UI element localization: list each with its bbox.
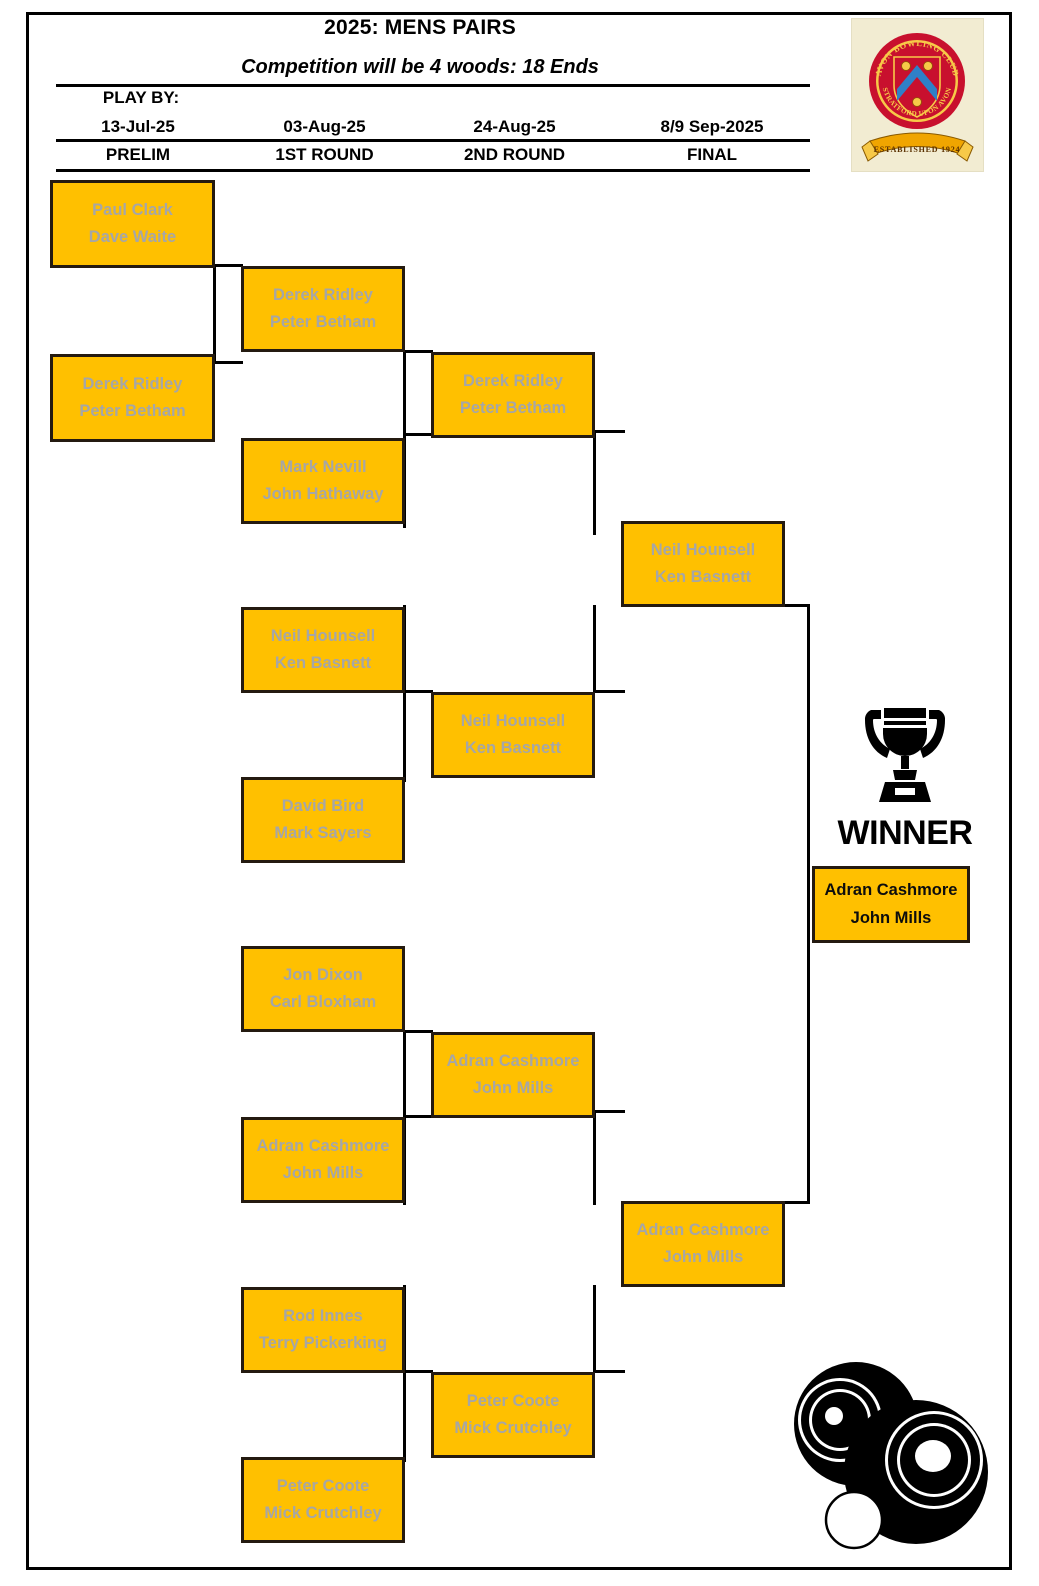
team-line-1: Derek Ridley — [273, 285, 373, 304]
connector — [403, 1030, 433, 1033]
page-border — [26, 12, 1012, 1570]
bracket-box-round2-3[interactable]: Adran Cashmore John Mills — [431, 1032, 595, 1118]
round-label-round1: 1ST ROUND — [275, 145, 374, 164]
team-line-2: Terry Pickerking — [258, 1334, 388, 1352]
page-title: 2025: MENS PAIRS — [324, 16, 516, 39]
team-line-2: John Mills — [662, 1248, 744, 1266]
team-line-1: Neil Hounsell — [460, 711, 566, 730]
winner-caption: WINNER — [837, 814, 973, 852]
round-label-prelim: PRELIM — [105, 145, 171, 164]
svg-text:ESTABLISHED 1924: ESTABLISHED 1924 — [874, 145, 961, 154]
team-line-2: John Mills — [282, 1164, 364, 1182]
team-line-1: Rod Innes — [283, 1306, 363, 1325]
connector — [593, 1110, 625, 1113]
bracket-box-round2-1[interactable]: Derek Ridley Peter Betham — [431, 352, 595, 438]
connector — [403, 350, 406, 450]
team-line-1: Mark Nevill — [279, 457, 367, 476]
play-by-label: PLAY BY: — [102, 88, 180, 107]
deadline-final: 8/9 Sep-2025 — [660, 117, 764, 136]
connector — [403, 1030, 406, 1120]
connector — [213, 264, 243, 267]
bracket-box-round1-7[interactable]: Rod Innes Terry Pickerking — [241, 1287, 405, 1373]
team-line-2: Mick Crutchley — [264, 1504, 382, 1522]
bracket-box-round1-8[interactable]: Peter Coote Mick Crutchley — [241, 1457, 405, 1543]
team-line-2: Carl Bloxham — [269, 993, 377, 1011]
avon-bowling-club-crest-icon: AVON BOWLING CLUB STRATFORD UPON AVON ES… — [861, 33, 974, 162]
team-line-1: Adran Cashmore — [636, 1220, 770, 1239]
connector — [403, 690, 433, 693]
bracket-box-prelim-2[interactable]: Derek Ridley Peter Betham — [50, 354, 215, 442]
team-line-2: Peter Betham — [459, 399, 567, 417]
team-line-2: Peter Betham — [79, 402, 186, 420]
bracket-box-round1-6[interactable]: Adran Cashmore John Mills — [241, 1117, 405, 1203]
connector — [593, 690, 625, 693]
connector — [593, 430, 625, 433]
team-line-2: Mick Crutchley — [454, 1419, 572, 1437]
team-line-2: Ken Basnett — [654, 568, 752, 586]
team-line-1: Adran Cashmore — [256, 1136, 390, 1155]
team-line-2: Dave Waite — [88, 228, 177, 246]
team-line-2: Ken Basnett — [274, 654, 372, 672]
winner-line-2: John Mills — [850, 908, 932, 927]
connector — [403, 350, 433, 353]
connector — [403, 1115, 433, 1118]
winner-line-1: Adran Cashmore — [824, 881, 958, 900]
team-line-1: Neil Hounsell — [270, 626, 376, 645]
team-line-1: Derek Ridley — [463, 371, 563, 390]
round-label-round2: 2ND ROUND — [463, 145, 566, 164]
deadline-round2: 24-Aug-25 — [473, 117, 556, 136]
connector — [403, 690, 406, 782]
team-line-2: Ken Basnett — [464, 739, 562, 757]
header-rule-bottom — [56, 169, 810, 172]
deadline-round1: 03-Aug-25 — [283, 117, 366, 136]
connector — [783, 604, 810, 607]
bracket-box-round1-2[interactable]: Mark Nevill John Hathaway — [241, 438, 405, 524]
connector — [213, 361, 243, 364]
connector — [593, 430, 596, 535]
page-subtitle: Competition will be 4 woods: 18 Ends — [241, 56, 599, 78]
deadline-prelim: 13-Jul-25 — [101, 117, 175, 136]
trophy-icon — [835, 700, 975, 812]
team-line-1: Jon Dixon — [283, 965, 363, 984]
bracket-box-final-1[interactable]: Neil Hounsell Ken Basnett — [621, 521, 785, 607]
connector — [593, 605, 596, 693]
connector — [213, 264, 216, 364]
team-line-1: Paul Clark — [92, 200, 173, 219]
connector — [403, 1370, 406, 1462]
round-label-final: FINAL — [686, 145, 738, 164]
connector — [593, 1285, 596, 1373]
lawn-bowls-icon — [782, 1338, 1008, 1556]
connector — [593, 1110, 596, 1205]
team-line-1: Adran Cashmore — [446, 1051, 580, 1070]
connector — [403, 1370, 433, 1373]
bracket-box-round1-3[interactable]: Neil Hounsell Ken Basnett — [241, 607, 405, 693]
bracket-box-round1-5[interactable]: Jon Dixon Carl Bloxham — [241, 946, 405, 1032]
bracket-box-prelim-1[interactable]: Paul Clark Dave Waite — [50, 180, 215, 268]
winner-box[interactable]: Adran Cashmore John Mills — [812, 866, 970, 943]
bracket-box-final-2[interactable]: Adran Cashmore John Mills — [621, 1201, 785, 1287]
connector — [593, 1370, 625, 1373]
header-rule-middle — [56, 139, 810, 142]
team-line-1: Peter Coote — [276, 1476, 370, 1495]
bracket-box-round1-4[interactable]: David Bird Mark Sayers — [241, 777, 405, 863]
bracket-box-round2-4[interactable]: Peter Coote Mick Crutchley — [431, 1372, 595, 1458]
team-line-1: David Bird — [281, 796, 365, 815]
club-crest-logo: AVON BOWLING CLUB STRATFORD UPON AVON ES… — [851, 18, 984, 172]
connector — [403, 433, 433, 436]
team-line-2: John Hathaway — [262, 485, 384, 503]
team-line-1: Peter Coote — [466, 1391, 560, 1410]
team-line-1: Derek Ridley — [82, 374, 183, 393]
team-line-1: Neil Hounsell — [650, 540, 756, 559]
connector — [807, 604, 810, 1204]
team-line-2: Mark Sayers — [274, 824, 372, 842]
bracket-box-round1-1[interactable]: Derek Ridley Peter Betham — [241, 266, 405, 352]
team-line-2: Peter Betham — [269, 313, 377, 331]
team-line-2: John Mills — [472, 1079, 554, 1097]
connector — [783, 1201, 810, 1204]
bracket-box-round2-2[interactable]: Neil Hounsell Ken Basnett — [431, 692, 595, 778]
header-rule-top — [56, 84, 810, 87]
